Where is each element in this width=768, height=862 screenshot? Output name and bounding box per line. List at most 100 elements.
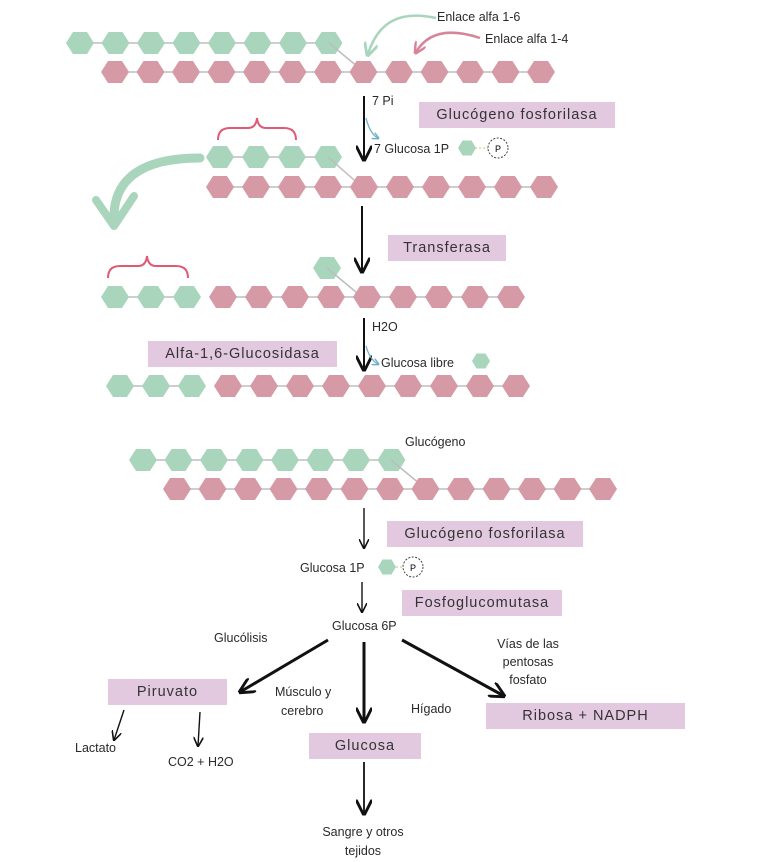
glucose-unit <box>279 32 307 54</box>
branch-transfer-arrowhead <box>92 192 138 230</box>
glucose-unit <box>527 61 555 83</box>
pentose-pathway-arrow <box>401 638 504 696</box>
glucosa-6p-label: Glucosa 6P <box>332 619 397 633</box>
glucose-unit <box>530 176 558 198</box>
glucose-unit <box>386 176 414 198</box>
higado-label: Hígado <box>411 702 452 716</box>
ribosa-nadph-box: Ribosa + NADPH <box>486 703 685 729</box>
tejidos-label: tejidos <box>344 844 382 858</box>
glucose-unit <box>461 286 489 308</box>
glucose-unit <box>389 286 417 308</box>
glucose-unit <box>494 176 522 198</box>
glucose-unit <box>353 286 381 308</box>
glucose-unit <box>425 286 453 308</box>
free-glucose-release-arrow <box>365 345 378 364</box>
glucose-unit <box>430 375 458 397</box>
lactate-arrow <box>114 709 125 740</box>
glucose-unit <box>172 32 201 54</box>
glucose-unit <box>207 61 236 83</box>
glucose-unit <box>394 375 422 397</box>
glucose-unit <box>358 375 386 397</box>
main-chain-1 <box>101 61 555 83</box>
glucose-unit <box>342 449 370 471</box>
glucose-unit <box>482 478 511 500</box>
glucose-1p-icon-top: P <box>458 137 509 159</box>
glucose-unit <box>286 375 314 397</box>
pi-label: 7 Pi <box>372 94 394 108</box>
glucose-unit <box>106 375 134 397</box>
glucose-unit <box>314 176 342 198</box>
enzyme-fosfoglucomutasa: Fosfoglucomutasa <box>402 590 562 616</box>
glucose-unit <box>206 176 234 198</box>
vias-line3-label: fosfato <box>509 673 547 687</box>
glucose-unit <box>278 176 306 198</box>
glucolisis-label: Glucólisis <box>214 631 268 645</box>
glucose-unit <box>278 146 306 168</box>
glucose-1p-hexagon-top <box>458 140 476 156</box>
glucose-unit <box>200 449 228 471</box>
glucose-unit <box>245 286 273 308</box>
free-glucose-icon <box>472 353 490 369</box>
glucosa-1p-top-label: 7 Glucosa 1P <box>374 142 450 156</box>
glucose-chains <box>66 32 617 500</box>
glucose-unit <box>340 478 369 500</box>
glucose-unit <box>456 61 484 83</box>
brace-middle <box>107 255 189 279</box>
enzyme-transferasa: Transferasa <box>388 235 506 261</box>
glucose-unit <box>101 61 129 83</box>
alpha-1-4-bond-arrow <box>416 31 481 52</box>
glucose-unit <box>137 32 165 54</box>
co2-arrow <box>198 711 200 746</box>
phosphate-label-top: P <box>495 144 501 154</box>
glucose-unit <box>242 176 270 198</box>
glucose-unit <box>281 286 309 308</box>
glucose-unit <box>243 61 271 83</box>
glucose-unit <box>214 375 242 397</box>
piruvato-box: Piruvato <box>108 679 227 705</box>
glucose-unit <box>163 478 191 500</box>
glucose-unit <box>242 146 270 168</box>
glucose-unit <box>350 176 378 198</box>
glycolysis-arrow <box>240 638 329 692</box>
glucose-unit <box>317 286 345 308</box>
glucose-unit <box>376 478 404 500</box>
brace-top <box>217 117 297 141</box>
glucose-unit <box>178 375 206 397</box>
glucosa-box: Glucosa <box>309 733 421 759</box>
glucose-unit <box>250 375 278 397</box>
vias-line1-label: Vías de las <box>497 637 559 651</box>
glucose-unit <box>164 449 193 471</box>
vias-line2-label: pentosas <box>502 655 554 669</box>
glucose-unit <box>385 61 413 83</box>
glucose-unit <box>305 478 333 500</box>
pi-release-arrow <box>365 117 378 138</box>
glucose-unit <box>173 286 201 308</box>
sangre-label: Sangre y otros <box>322 825 404 839</box>
glucose-unit <box>422 176 450 198</box>
co2-h2o-label: CO2 + H2O <box>168 755 234 769</box>
enzyme-glucogeno-fosforilasa-bottom: Glucógeno fosforilasa <box>387 521 583 547</box>
glucose-unit <box>101 286 129 308</box>
glucose-unit <box>209 286 237 308</box>
glycogen-branch <box>129 449 406 471</box>
glycogen-main <box>163 478 617 500</box>
glucose-unit <box>491 61 520 83</box>
glucose-unit <box>553 478 582 500</box>
enlace-alfa-16-label: Enlace alfa 1-6 <box>437 10 521 24</box>
glucose-unit <box>420 61 449 83</box>
h2o-label: H2O <box>372 320 398 334</box>
glucose-unit <box>314 61 342 83</box>
phosphate-label-bottom: P <box>410 563 416 573</box>
cerebro-label: cerebro <box>281 704 324 718</box>
musculo-label: Músculo y <box>275 685 332 699</box>
glucose-unit <box>271 449 299 471</box>
glucose-unit <box>101 32 130 54</box>
main-chain-4 <box>214 375 530 397</box>
glucose-unit <box>589 478 617 500</box>
glucose-unit <box>458 176 486 198</box>
glucose-unit <box>206 146 234 168</box>
glucose-unit <box>411 478 440 500</box>
glucose-unit <box>172 61 200 83</box>
transferred-glucose-3 <box>101 286 201 308</box>
